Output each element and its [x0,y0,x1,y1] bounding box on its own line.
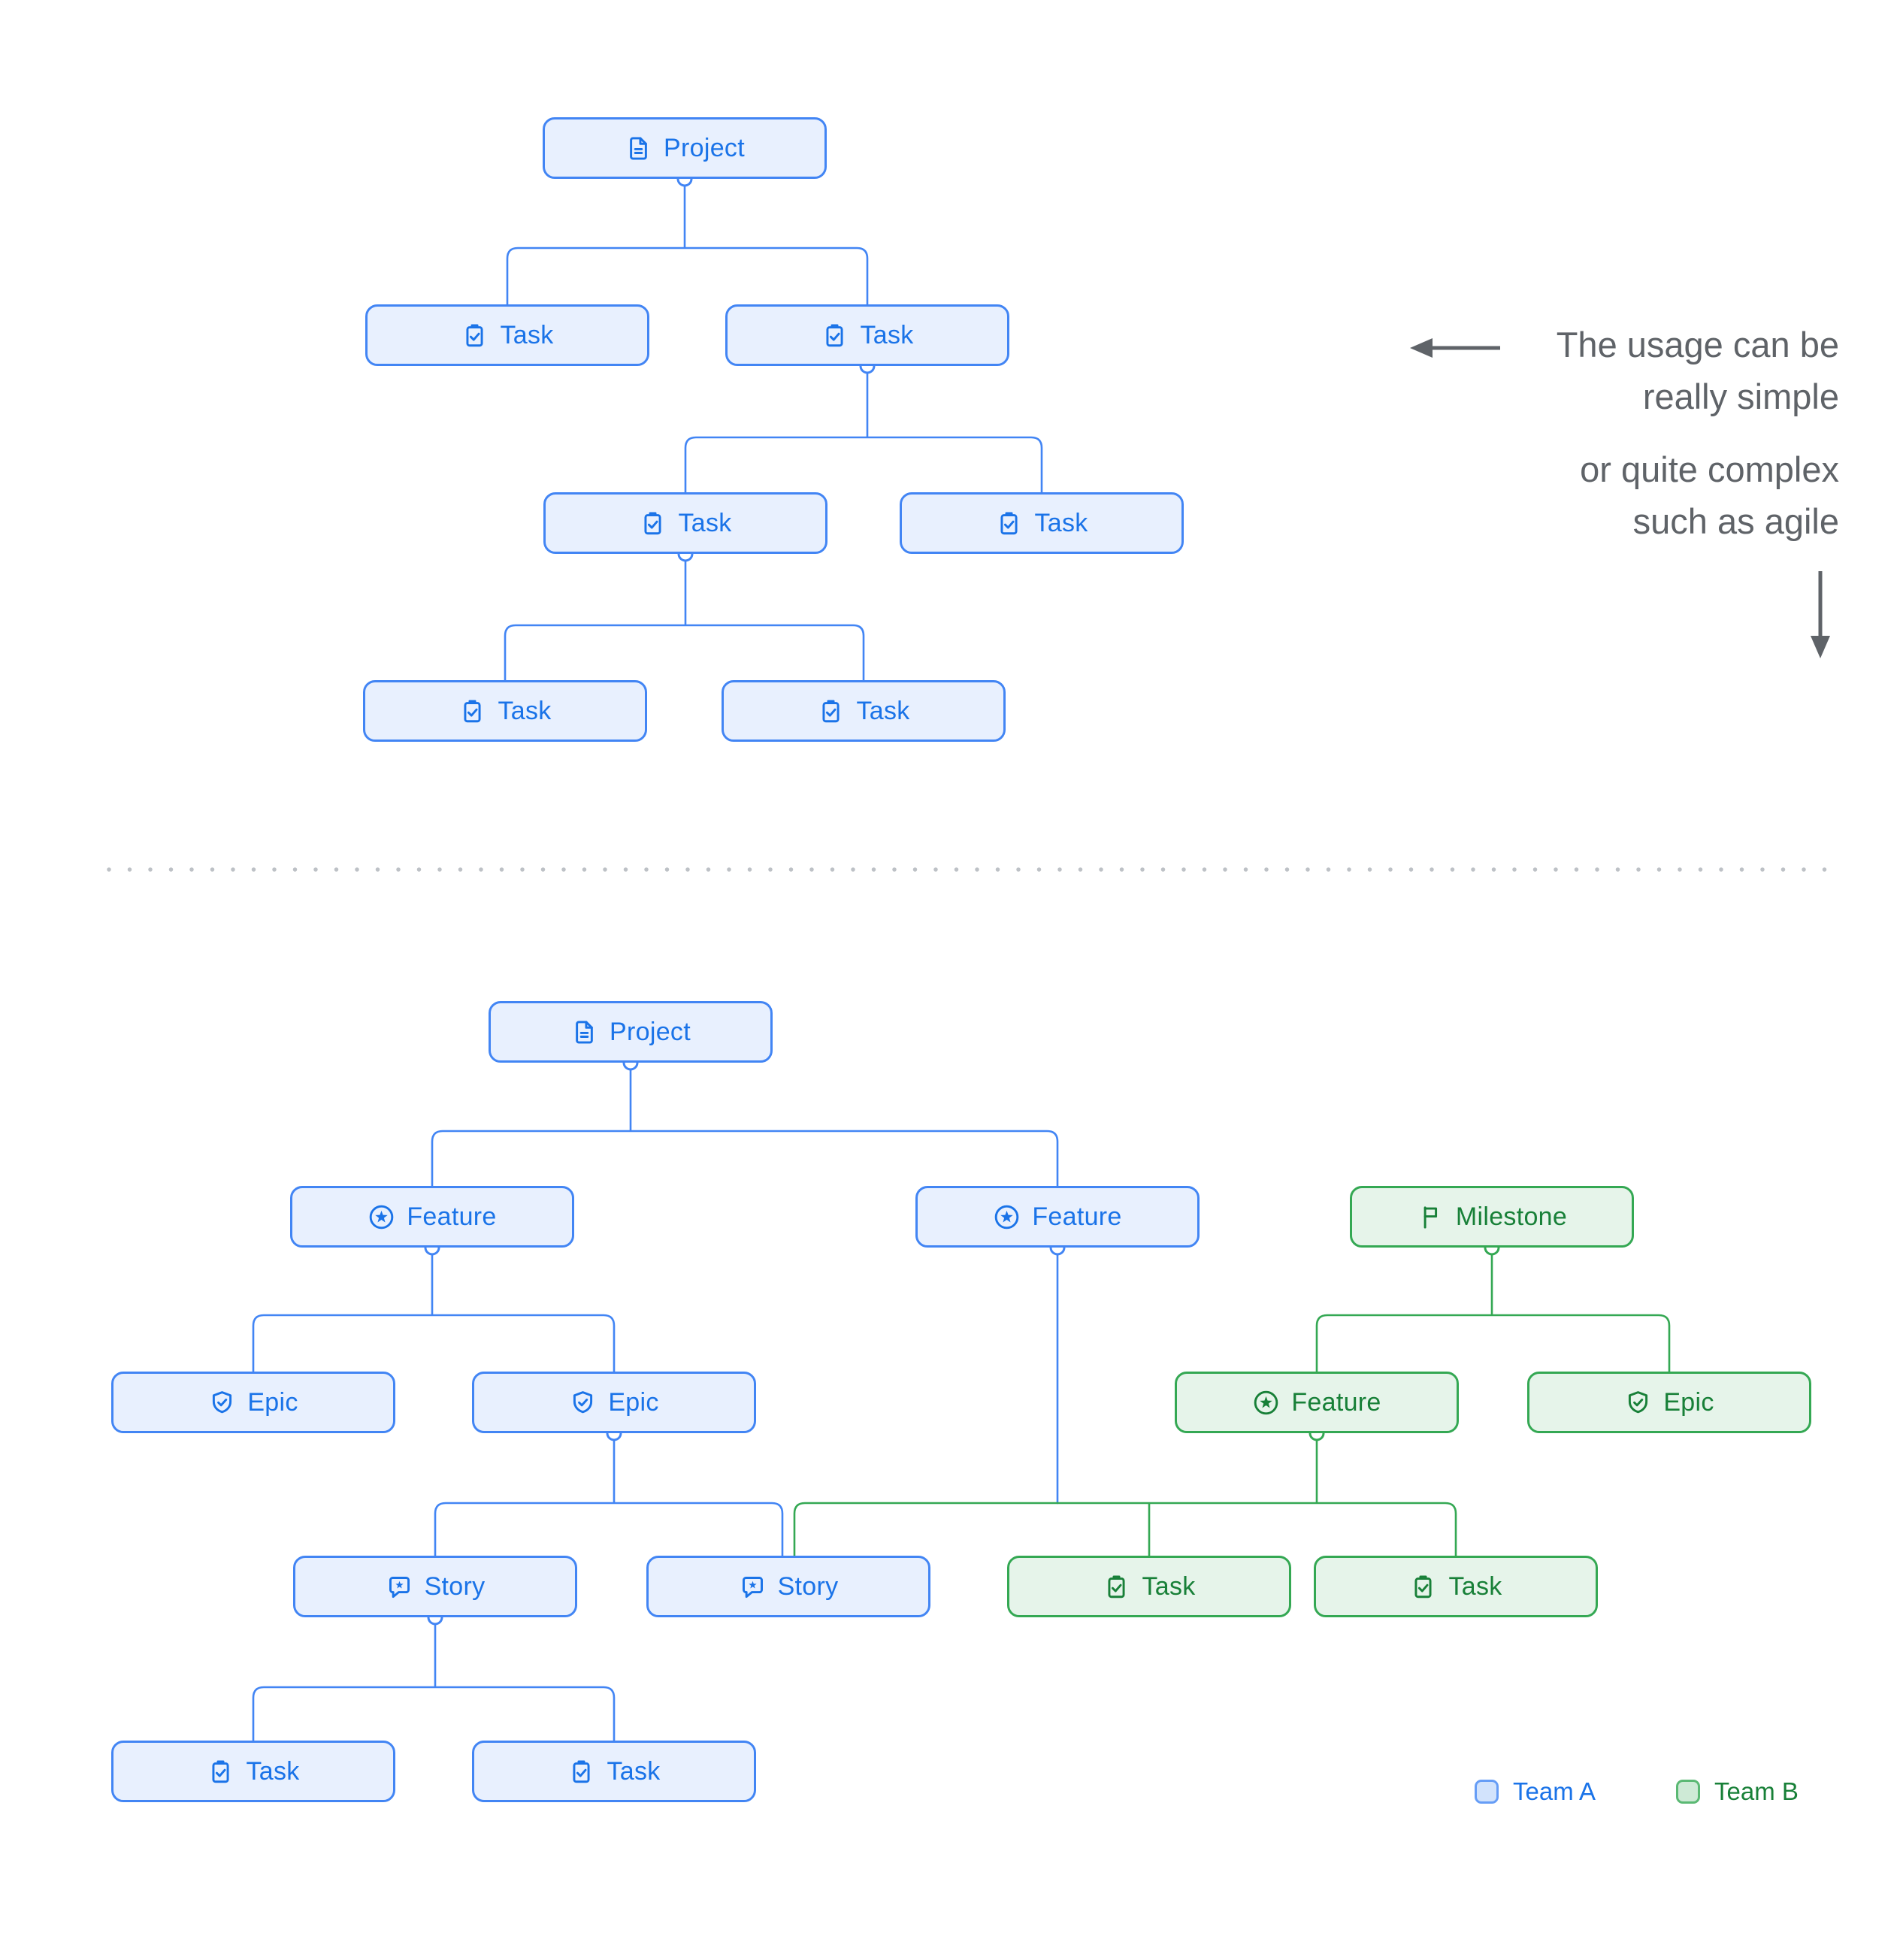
tree-connector-blue [506,177,869,306]
team-b-label: Team B [1714,1777,1799,1805]
tree-connector-blue [434,1432,784,1557]
node-label: Task [498,696,552,725]
clipboard-check-icon [458,697,486,725]
legend-item-team-b: Team B [1676,1777,1799,1807]
node-agile-task-1: Task [1007,1556,1291,1617]
flag-icon [1417,1203,1445,1231]
legend-item-team-a: Team A [1475,1777,1596,1807]
node-label: Feature [407,1202,497,1231]
node-label: Epic [608,1387,659,1417]
node-agile-task-2: Task [1314,1556,1598,1617]
node-agile-epic-3: Epic [1527,1372,1811,1433]
tree-connector-blue [684,364,1043,494]
node-label: Task [1142,1571,1196,1601]
node-agile-epic-1: Epic [111,1372,395,1433]
node-label: Task [856,696,910,725]
node-label: Feature [1291,1387,1381,1417]
clipboard-check-icon [461,322,489,349]
node-simple-task-4: Task [900,492,1184,554]
tree-connector-green [1315,1246,1671,1373]
annotation-line: or quite complex [1580,449,1839,489]
node-label: Story [777,1571,839,1601]
shield-check-icon [569,1389,597,1417]
tree-connector-blue [252,1246,616,1373]
node-agile-milestone: Milestone [1350,1186,1634,1248]
node-label: Task [678,508,732,537]
team-a-swatch [1475,1780,1499,1804]
clipboard-check-icon [817,697,845,725]
node-agile-feature-1: Feature [290,1186,574,1248]
node-agile-feature-2: Feature [915,1186,1200,1248]
annotation-line: really simple [1642,377,1839,416]
star-circle-icon [1252,1389,1280,1417]
annotation-complex-usage: or quite complex such as agile [1580,443,1839,547]
tree-connector-green [793,1432,1457,1557]
node-label: Project [664,133,745,162]
node-label: Task [607,1756,661,1786]
node-label: Epic [1663,1387,1714,1417]
node-simple-task-3: Task [543,492,827,554]
node-simple-task-1: Task [365,304,649,366]
story-comment-icon [739,1573,767,1601]
team-b-swatch [1676,1780,1700,1804]
tree-connector-blue [504,552,865,682]
annotation-simple-usage: The usage can be really simple [1557,319,1839,422]
node-label: Task [500,320,554,349]
node-agile-task-3: Task [111,1741,395,1802]
node-label: Milestone [1455,1202,1568,1231]
clipboard-check-icon [821,322,849,349]
clipboard-check-icon [1409,1573,1437,1601]
node-agile-project: Project [489,1001,773,1063]
shield-check-icon [208,1389,236,1417]
node-agile-epic-2: Epic [472,1372,756,1433]
node-simple-task-5: Task [363,680,647,742]
node-label: Story [424,1571,486,1601]
team-a-label: Team A [1513,1777,1596,1805]
left-arrow-head [1410,338,1433,358]
node-agile-feature-3: Feature [1175,1372,1459,1433]
document-icon [570,1018,598,1046]
node-label: Project [610,1017,691,1046]
shield-check-icon [1624,1389,1652,1417]
tree-connector-blue [252,1616,616,1742]
story-comment-icon [386,1573,413,1601]
clipboard-check-icon [1103,1573,1130,1601]
node-label: Feature [1032,1202,1122,1231]
clipboard-check-icon [567,1758,595,1786]
document-icon [625,135,652,162]
node-label: Epic [247,1387,298,1417]
node-label: Task [246,1756,300,1786]
node-simple-task-6: Task [722,680,1006,742]
node-simple-project: Project [543,117,827,179]
tree-connector-blue [431,1061,1059,1187]
node-label: Task [1034,508,1088,537]
star-circle-icon [993,1203,1021,1231]
clipboard-check-icon [995,510,1023,537]
annotation-line: such as agile [1632,501,1839,541]
clipboard-check-icon [639,510,667,537]
down-arrow-head [1811,636,1830,658]
node-label: Task [1448,1571,1502,1601]
node-agile-task-4: Task [472,1741,756,1802]
annotation-line: The usage can be [1556,325,1839,364]
node-agile-story-1: Story [293,1556,577,1617]
star-circle-icon [368,1203,395,1231]
node-simple-task-2: Task [725,304,1009,366]
node-label: Task [860,320,914,349]
clipboard-check-icon [207,1758,234,1786]
node-agile-story-2: Story [646,1556,930,1617]
